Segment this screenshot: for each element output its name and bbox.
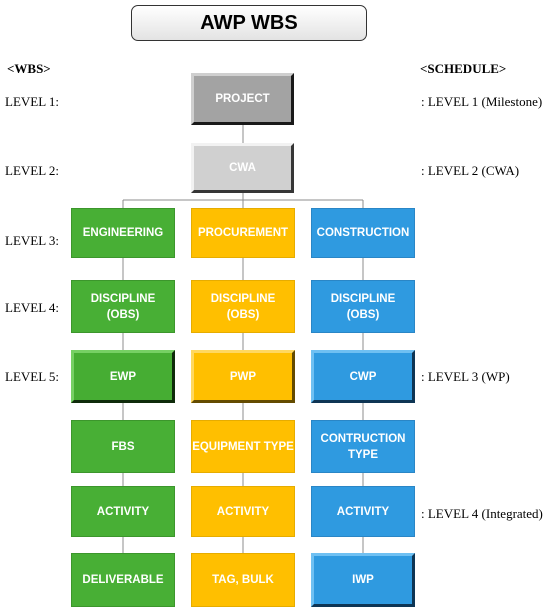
tag-bulk-label: TAG, BULK	[212, 574, 274, 586]
level-3-label: LEVEL 3:	[5, 233, 60, 248]
deliverable-node-label: DELIVERABLE	[82, 574, 164, 586]
cwp-node: CWP	[311, 350, 415, 403]
construction-discipline-node: DISCIPLINE (OBS)	[311, 280, 415, 333]
diagram-title: AWP WBS	[131, 5, 367, 41]
procurement-discipline-label: DISCIPLINE	[210, 292, 276, 305]
construction-node-label: CONSTRUCTION	[316, 227, 410, 239]
level-4-label: LEVEL 4:	[5, 300, 60, 315]
schedule-level-4-label: : LEVEL 4 (Integrated)	[421, 506, 543, 521]
schedule-level-2-label: : LEVEL 2 (CWA)	[421, 163, 520, 178]
fbs-node-label: FBS	[111, 440, 135, 453]
schedule-level-3-label: : LEVEL 3 (WP)	[421, 369, 510, 384]
procurement-node-label: PROCUREMENT	[197, 227, 289, 239]
engineering-node: ENGINEERING	[71, 208, 175, 258]
tag-bulk-node: TAG, BULK	[191, 553, 295, 607]
procurement-activity-node: ACTIVITY	[191, 486, 295, 537]
cwa-node-label: CWA	[229, 162, 256, 174]
pwp-node-label: PWP	[229, 370, 257, 383]
engineering-discipline-node: DISCIPLINE (OBS)	[71, 280, 175, 333]
engineering-node-label: ENGINEERING	[82, 227, 164, 239]
ewp-node: EWP	[71, 350, 175, 403]
procurement-obs-label: (OBS)	[226, 308, 260, 321]
level-5-label: LEVEL 5:	[5, 369, 60, 384]
procurement-node: PROCUREMENT	[191, 208, 295, 258]
schedule-header: <SCHEDULE>	[420, 61, 507, 76]
level-2-label: LEVEL 2:	[5, 163, 60, 178]
construction-activity-node: ACTIVITY	[311, 486, 415, 537]
wbs-header: <WBS>	[7, 61, 51, 76]
level-1-label: LEVEL 1:	[5, 94, 60, 109]
procurement-discipline-node: DISCIPLINE (OBS)	[191, 280, 295, 333]
iwp-node-label: IWP	[352, 574, 374, 586]
schedule-level-1-label: : LEVEL 1 (Milestone)	[421, 94, 543, 109]
construction-discipline-label: DISCIPLINE	[330, 292, 396, 305]
pwp-node: PWP	[191, 350, 295, 403]
project-node-label: PROJECT	[215, 93, 270, 105]
engineering-obs-label: (OBS)	[106, 308, 140, 321]
construction-type-label-2: TYPE	[347, 448, 379, 461]
ewp-node-label: EWP	[109, 370, 137, 383]
procurement-activity-label: ACTIVITY	[216, 505, 270, 518]
construction-obs-label: (OBS)	[346, 308, 380, 321]
engineering-discipline-label: DISCIPLINE	[90, 292, 156, 305]
engineering-activity-label: ACTIVITY	[96, 505, 150, 518]
project-node: PROJECT	[191, 73, 294, 125]
equipment-type-node: EQUIPMENT TYPE	[191, 420, 295, 473]
construction-activity-label: ACTIVITY	[336, 505, 390, 518]
fbs-node: FBS	[71, 420, 175, 473]
deliverable-node: DELIVERABLE	[71, 553, 175, 607]
cwp-node-label: CWP	[349, 370, 377, 383]
construction-type-node: CONTRUCTION TYPE	[311, 420, 415, 473]
construction-type-label-1: CONTRUCTION	[320, 432, 406, 445]
cwa-node: CWA	[191, 143, 294, 193]
equipment-type-label: EQUIPMENT TYPE	[192, 440, 294, 453]
iwp-node: IWP	[311, 553, 415, 607]
construction-node: CONSTRUCTION	[311, 208, 415, 258]
engineering-activity-node: ACTIVITY	[71, 486, 175, 537]
